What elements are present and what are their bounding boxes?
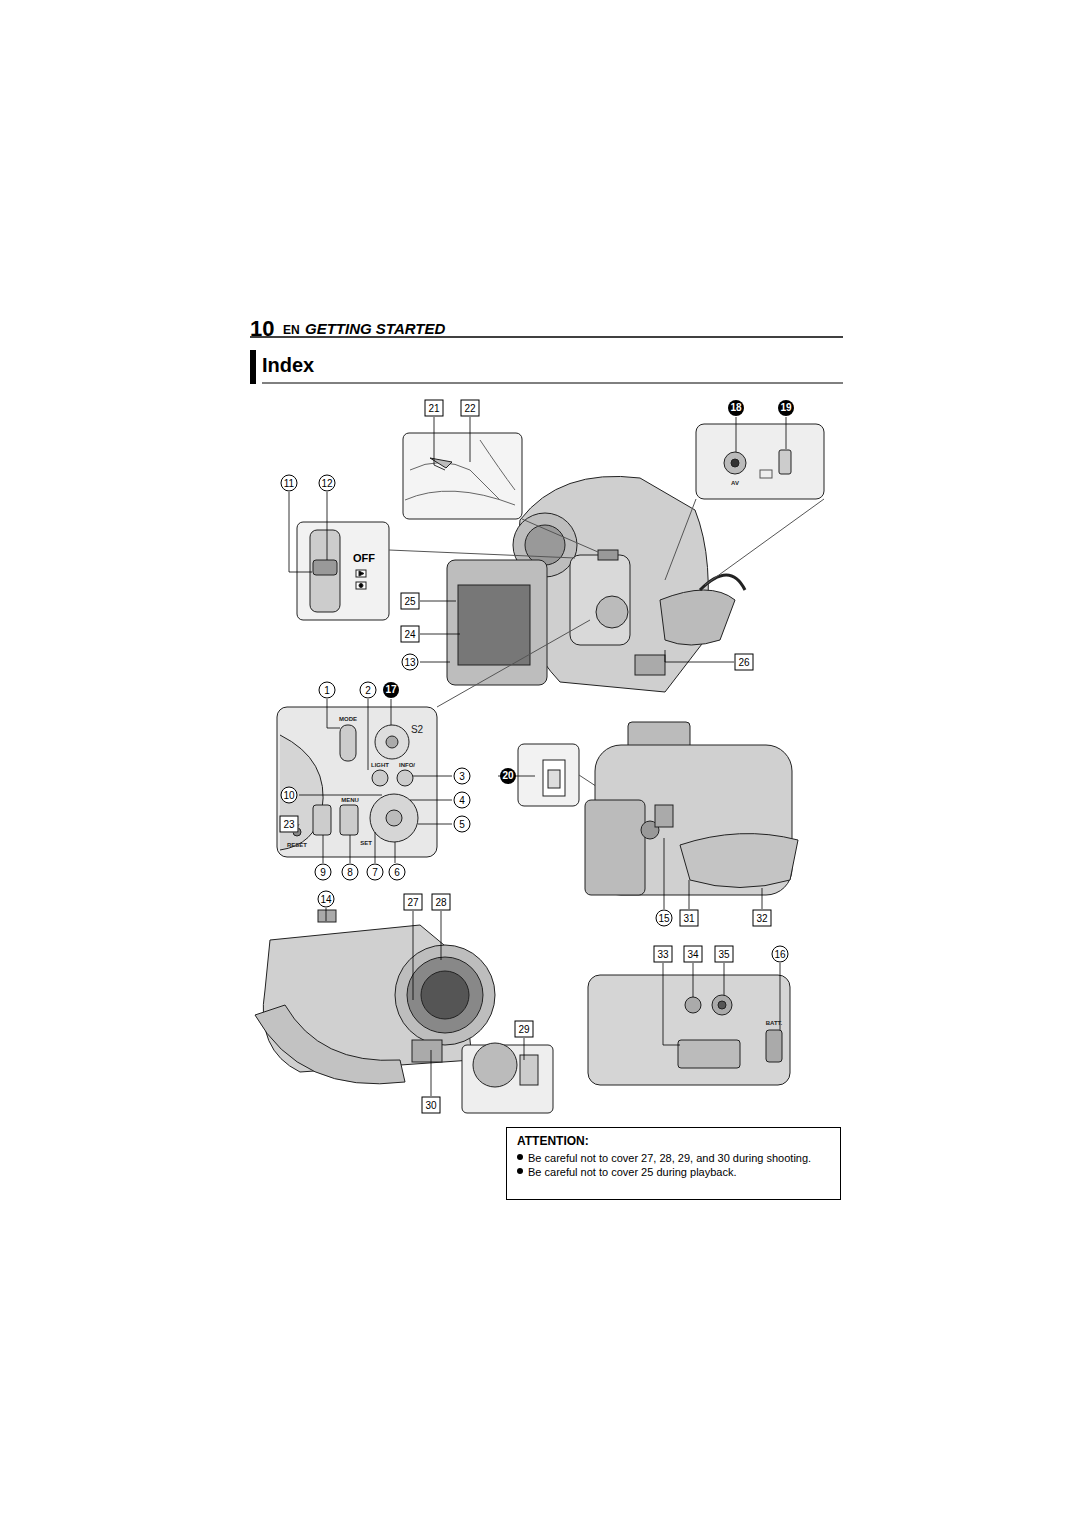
callout-number: 21: [425, 400, 444, 417]
language-tag: EN: [283, 324, 300, 336]
callout-number: 14: [318, 891, 335, 908]
panel-marking: MODE: [339, 716, 357, 722]
drawings: [255, 424, 824, 1113]
callout-number: 35: [715, 946, 734, 963]
callout-number: 10: [281, 787, 298, 804]
callout-number: 2: [360, 682, 377, 699]
callout-number: 13: [402, 654, 419, 671]
panel-marking: AV: [731, 480, 739, 486]
panel-marking: MENU: [341, 797, 359, 803]
callout-number: 32: [753, 910, 772, 927]
callout-number: 28: [432, 894, 451, 911]
callout-number: 30: [422, 1097, 441, 1114]
panel-marking: RESET: [287, 842, 307, 848]
callout-number: 11: [281, 475, 298, 492]
callout-number: 31: [680, 910, 699, 927]
page-number: 10: [250, 318, 274, 340]
page-rules: [250, 337, 843, 384]
bullet-dot: [517, 1168, 523, 1174]
callout-number: 34: [684, 946, 703, 963]
callout-number: 16: [772, 946, 789, 963]
callout-number: 24: [401, 626, 420, 643]
callout-number: 1: [319, 682, 336, 699]
callout-number: 18: [728, 400, 744, 416]
callout-number: 6: [389, 864, 406, 881]
attention-heading: ATTENTION:: [517, 1134, 830, 1148]
panel-marking: OFF: [353, 553, 375, 564]
callout-number: 8: [342, 864, 359, 881]
callout-number: 23: [280, 816, 299, 833]
panel-marking: LIGHT: [371, 762, 389, 768]
bullet-row: Be careful not to cover 27, 28, 29, and …: [517, 1151, 830, 1165]
callout-number: 20: [500, 768, 516, 784]
panel-marking: INFO/: [399, 762, 415, 768]
bullet-row: Be careful not to cover 25 during playba…: [517, 1165, 830, 1179]
attention-note: Be careful not to cover 25 during playba…: [528, 1165, 737, 1179]
leader-lines: [289, 417, 786, 1096]
panel-marking: SET: [360, 840, 372, 846]
callout-number: 29: [515, 1021, 534, 1038]
callout-number: 15: [656, 910, 673, 927]
callout-number: 9: [315, 864, 332, 881]
callout-number: 17: [383, 682, 399, 698]
callout-number: 27: [404, 894, 423, 911]
callout-number: 5: [454, 816, 471, 833]
callout-number: 26: [735, 654, 754, 671]
panel-marking: S2: [411, 725, 423, 735]
panel-marking: BATT.: [766, 1020, 783, 1026]
attention-box: ATTENTION: Be careful not to cover 27, 28…: [506, 1127, 841, 1200]
callout-number: 7: [367, 864, 384, 881]
page-title: Index: [262, 355, 314, 375]
callout-number: 22: [461, 400, 480, 417]
callout-number: 25: [401, 593, 420, 610]
callout-number: 19: [778, 400, 794, 416]
callout-number: 33: [654, 946, 673, 963]
bullet-dot: [517, 1154, 523, 1160]
attention-note: Be careful not to cover 27, 28, 29, and …: [528, 1151, 811, 1165]
callout-number: 4: [454, 792, 471, 809]
callout-number: 3: [454, 768, 471, 785]
section-heading: GETTING STARTED: [305, 321, 445, 336]
callout-number: 12: [319, 475, 336, 492]
